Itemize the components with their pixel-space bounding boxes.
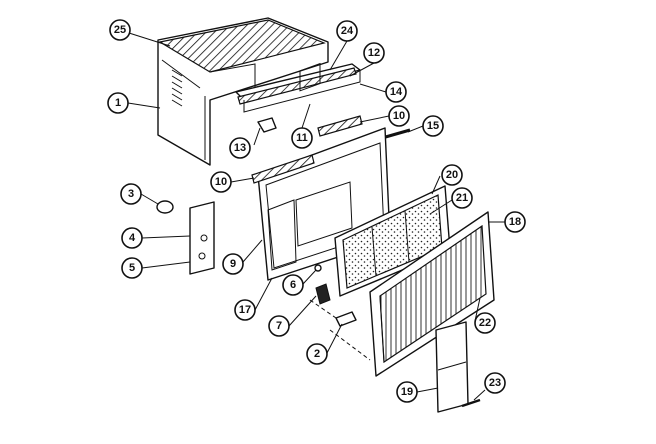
svg-text:21: 21	[456, 192, 468, 204]
callout-21: 21	[451, 187, 473, 209]
svg-text:20: 20	[446, 169, 458, 181]
callout-6: 6	[282, 274, 304, 296]
svg-text:11: 11	[296, 132, 308, 144]
callout-bubbles: 25 24 12 14 1 11 10 13 15 10 3 20 21 18 …	[107, 19, 526, 403]
callout-4: 4	[121, 227, 143, 249]
leader-lines	[127, 32, 505, 401]
side-louvers	[171, 69, 183, 107]
svg-text:2: 2	[314, 348, 320, 360]
callout-19: 19	[396, 381, 418, 403]
svg-text:17: 17	[239, 304, 251, 316]
svg-text:1: 1	[115, 97, 121, 109]
upper-louver	[317, 115, 363, 137]
svg-text:14: 14	[390, 86, 403, 98]
rod	[381, 128, 411, 140]
knob	[156, 200, 174, 214]
callout-1: 1	[107, 92, 129, 114]
screw	[314, 264, 322, 272]
access-door	[435, 321, 469, 413]
svg-text:7: 7	[276, 320, 282, 332]
svg-text:6: 6	[290, 279, 296, 291]
svg-text:25: 25	[114, 24, 126, 36]
svg-text:23: 23	[489, 377, 501, 389]
svg-text:3: 3	[128, 188, 134, 200]
callout-9: 9	[222, 253, 244, 275]
svg-text:10: 10	[215, 176, 227, 188]
callout-2: 2	[306, 343, 328, 365]
svg-text:4: 4	[129, 232, 136, 244]
svg-text:22: 22	[479, 317, 491, 329]
callout-5: 5	[121, 257, 143, 279]
cabinet-wrapper	[157, 17, 329, 166]
svg-text:10: 10	[393, 110, 405, 122]
svg-text:24: 24	[341, 25, 354, 37]
callout-3: 3	[120, 183, 142, 205]
top-channel	[235, 63, 361, 113]
callout-7: 7	[268, 315, 290, 337]
clip	[315, 283, 331, 305]
callout-24: 24	[336, 20, 358, 42]
callout-10-upper: 10	[388, 105, 410, 127]
svg-text:13: 13	[234, 142, 246, 154]
control-panel	[189, 201, 215, 275]
svg-text:9: 9	[230, 258, 236, 270]
front-grille	[369, 211, 495, 377]
bracket	[257, 117, 277, 133]
callout-23: 23	[484, 372, 506, 394]
svg-text:5: 5	[129, 262, 135, 274]
svg-text:15: 15	[427, 120, 439, 132]
callout-13: 13	[229, 137, 251, 159]
callout-10-lower: 10	[210, 171, 232, 193]
callout-15: 15	[422, 115, 444, 137]
callout-25: 25	[109, 19, 131, 41]
callout-18: 18	[504, 211, 526, 233]
svg-text:19: 19	[401, 386, 413, 398]
callout-12: 12	[363, 42, 385, 64]
callout-11: 11	[291, 127, 313, 149]
lower-louver	[251, 154, 315, 184]
svg-text:12: 12	[368, 47, 380, 59]
latch	[335, 311, 357, 327]
callout-17: 17	[234, 299, 256, 321]
callout-14: 14	[385, 81, 407, 103]
callout-22: 22	[474, 312, 496, 334]
svg-text:18: 18	[509, 216, 521, 228]
callout-20: 20	[441, 164, 463, 186]
door-screw	[461, 398, 481, 408]
